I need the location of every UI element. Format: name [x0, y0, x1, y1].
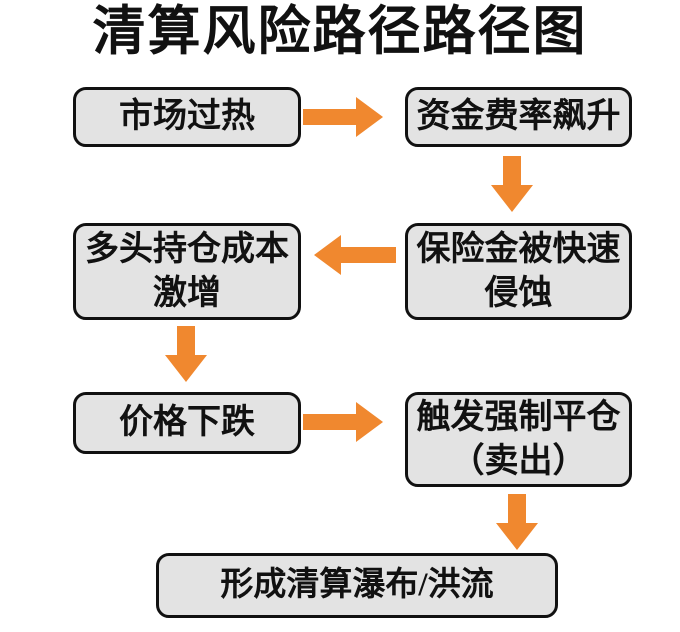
arrow-head	[496, 523, 538, 550]
arrow-shaft	[303, 109, 357, 125]
node-label: 价格下跌	[119, 404, 255, 442]
node-label-line1: 保险金被快速	[416, 230, 621, 268]
node-forced-liquidation: 触发强制平仓 （卖出）	[405, 392, 632, 487]
arrow-down-longcost-to-pricedrop	[165, 326, 207, 382]
node-label-line1: 触发强制平仓	[416, 398, 621, 436]
arrow-shaft	[303, 414, 357, 430]
arrow-shaft	[508, 494, 526, 523]
arrow-shaft	[177, 326, 195, 355]
node-label: 形成清算瀑布/洪流	[220, 567, 494, 604]
arrow-head	[314, 235, 341, 275]
arrow-right-market-to-funding	[303, 97, 383, 137]
node-liquidation-cascade: 形成清算瀑布/洪流	[156, 553, 558, 618]
node-long-position-cost-surge: 多头持仓成本 激增	[73, 223, 301, 320]
arrow-shaft	[340, 247, 396, 263]
arrow-head	[491, 185, 533, 212]
arrow-head	[356, 402, 383, 442]
arrow-head	[165, 355, 207, 382]
node-label-line1: 多头持仓成本	[85, 230, 289, 268]
node-label-line2: 激增	[153, 274, 221, 312]
node-label: 资金费率飙升	[416, 98, 621, 136]
node-price-drop: 价格下跌	[73, 392, 301, 454]
node-label-line2: 侵蚀	[484, 274, 553, 312]
arrow-shaft	[503, 156, 521, 185]
diagram-title: 清算风险路径路径图	[92, 1, 588, 62]
node-market-overheat: 市场过热	[73, 87, 301, 147]
node-funding-rate-spike: 资金费率飙升	[405, 87, 632, 147]
node-insurance-fund-eroded: 保险金被快速 侵蚀	[405, 223, 632, 320]
arrow-down-liquidation-to-cascade	[496, 494, 538, 550]
node-label: 市场过热	[119, 98, 255, 136]
arrow-head	[356, 97, 383, 137]
arrow-down-funding-to-insurance	[491, 156, 533, 212]
arrow-right-pricedrop-to-liquidation	[303, 402, 383, 442]
arrow-left-insurance-to-longcost	[314, 235, 396, 275]
node-label-line2: （卖出）	[450, 442, 587, 480]
